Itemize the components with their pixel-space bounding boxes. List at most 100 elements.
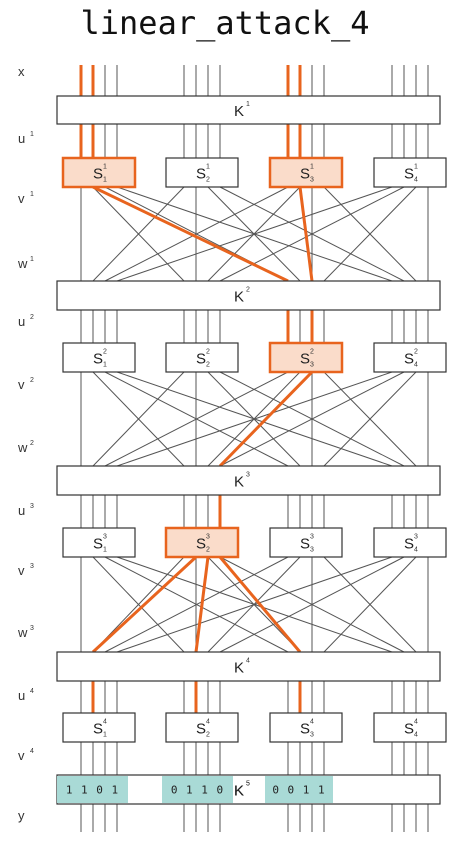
sbox-label: S [93, 536, 103, 553]
sbox-round-superscript: 2 [206, 349, 210, 356]
key-box-superscript: 5 [246, 781, 250, 788]
trail-wire [218, 556, 302, 653]
sbox-label: S [196, 536, 206, 553]
key5-bits-text: 1 1 0 1 [66, 784, 119, 797]
key-box-superscript: 4 [246, 658, 250, 665]
sbox-index-subscript: 1 [103, 732, 107, 739]
row-label: u [18, 688, 25, 703]
key-box-label: K [234, 289, 244, 306]
sbox-index-subscript: 4 [414, 362, 418, 369]
sbox-round-superscript: 2 [414, 349, 418, 356]
sbox-frame [62, 712, 136, 743]
key-box-frame [56, 651, 441, 682]
key5-bits-background [162, 776, 233, 803]
sbox-index-subscript: 1 [103, 362, 107, 369]
permutation-wire [116, 371, 393, 467]
sbox-frame-active [61, 156, 137, 189]
sbox-frame [269, 527, 343, 558]
permutation-wire [219, 186, 405, 282]
permutation-wire [219, 371, 405, 467]
sbox-round-superscript: 3 [206, 534, 210, 541]
key-box-superscript: 2 [246, 287, 250, 294]
key-box-superscript: 5 [246, 781, 250, 788]
sbox-label: S [93, 351, 103, 368]
permutation-wire [323, 186, 417, 282]
row-label: v [18, 563, 25, 578]
sbox-round-superscript: 4 [414, 719, 418, 726]
sbox-frame-active [164, 526, 240, 559]
row-label: w [17, 256, 28, 271]
sbox-frame [165, 712, 239, 743]
key-box-label: K [234, 103, 244, 120]
trail-wire [91, 555, 198, 654]
sbox-round-superscript: 3 [414, 534, 418, 541]
key-box-label: K [234, 783, 244, 800]
sbox-round-superscript: 4 [310, 719, 314, 726]
permutation-wire [323, 556, 417, 653]
row-label: w [17, 625, 28, 640]
row-label: u [18, 503, 25, 518]
row-label: w [17, 440, 28, 455]
sbox-index-subscript: 4 [414, 547, 418, 554]
key-box-label: K [234, 783, 244, 800]
sbox-label: S [300, 721, 310, 738]
row-label-superscript: 3 [30, 625, 34, 632]
row-label-superscript: 3 [30, 503, 34, 510]
sbox-frame [373, 712, 447, 743]
sbox-index-subscript: 2 [206, 362, 210, 369]
sbox-label: S [404, 166, 414, 183]
sbox-frame [62, 342, 136, 373]
key5-bits-text: 0 0 1 1 [272, 784, 325, 797]
sbox-label: S [93, 721, 103, 738]
key-box-frame [56, 280, 441, 311]
sbox-label: S [300, 351, 310, 368]
key5-bits-background [57, 776, 128, 803]
row-label-superscript: 1 [30, 256, 34, 263]
sbox-frame [373, 342, 447, 373]
sbox-index-subscript: 3 [310, 732, 314, 739]
trail-wire [194, 556, 210, 653]
linear-trail-layer [79, 65, 314, 713]
row-label-superscript: 2 [30, 440, 34, 447]
sbox-index-subscript: 1 [103, 547, 107, 554]
sbox-round-superscript: 2 [103, 349, 107, 356]
sbox-round-superscript: 1 [103, 164, 107, 171]
sbox-index-subscript: 4 [414, 177, 418, 184]
diagram-title: linear_attack_4 [80, 4, 370, 42]
sbox-round-superscript: 1 [206, 164, 210, 171]
wire-layer [80, 65, 429, 832]
sbox-frame [62, 527, 136, 558]
row-label-superscript: 3 [30, 563, 34, 570]
sbox-frame [373, 157, 447, 188]
row-label-superscript: 4 [30, 688, 34, 695]
row-label: v [18, 748, 25, 763]
sbox-label: S [93, 166, 103, 183]
permutation-wire [104, 186, 289, 282]
key5-bits-background [265, 776, 333, 803]
sbox-label: S [300, 166, 310, 183]
permutation-wire [104, 556, 289, 653]
row-label: x [18, 64, 25, 79]
trail-wire [218, 370, 314, 468]
permutation-wire [219, 556, 405, 653]
sbox-frame [165, 157, 239, 188]
sbox-round-superscript: 1 [310, 164, 314, 171]
sbox-index-subscript: 4 [414, 732, 418, 739]
